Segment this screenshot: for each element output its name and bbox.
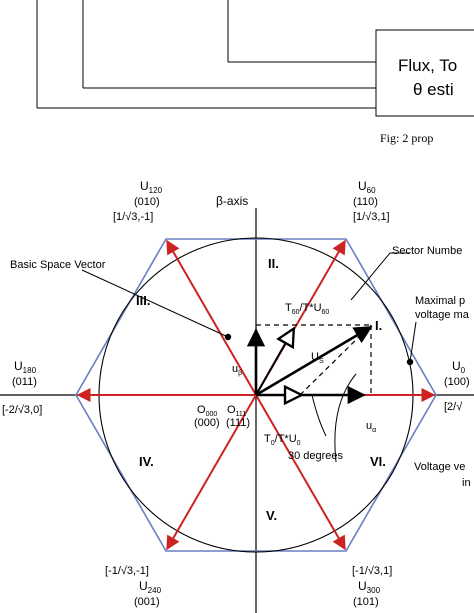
sector-labels: I. II. III. IV. V. VI. xyxy=(136,256,386,523)
estimator-block xyxy=(375,29,474,117)
sector-2: II. xyxy=(268,256,279,271)
maximal-voltage-label-1: Maximal p xyxy=(415,295,465,307)
u300-label: [-1/√3,1] U300 (101) xyxy=(352,565,392,608)
svg-text:(111): (111) xyxy=(226,417,250,429)
svg-text:[-1/√3,-1]: [-1/√3,-1] xyxy=(105,565,149,577)
svg-text:(011): (011) xyxy=(12,376,37,388)
sector-3: III. xyxy=(136,293,150,308)
svg-text:U300: U300 xyxy=(358,579,381,595)
svg-text:[1/√3,-1]: [1/√3,-1] xyxy=(113,211,153,223)
estimator-label-1: Flux, To xyxy=(398,56,457,75)
svg-text:(001): (001) xyxy=(134,596,160,608)
sector-number-label: Sector Numbe xyxy=(392,245,462,257)
u60-label: U60 (110) [1/√3,1] xyxy=(353,179,390,223)
vector-u120 xyxy=(166,239,257,396)
u0-label: U0 (100) [2/√ xyxy=(444,359,470,413)
u180-label: U180 (011) [-2/√3,0] xyxy=(2,359,42,416)
svg-text:(101): (101) xyxy=(353,596,379,608)
svg-text:O000: O000 xyxy=(197,404,217,418)
ualpha-label: uα xyxy=(366,420,376,434)
svg-text:(000): (000) xyxy=(194,417,220,429)
vector-t60 xyxy=(255,330,293,396)
u240-label: [-1/√3,-1] U240 (001) xyxy=(105,565,162,608)
t0-label: T0/T*U0 xyxy=(264,433,301,447)
svg-text:U180: U180 xyxy=(14,359,37,375)
component-vectors xyxy=(246,325,373,397)
sector-4: IV. xyxy=(139,454,154,469)
vector-us xyxy=(255,325,373,397)
voltage-hexagon xyxy=(75,238,437,552)
svg-text:U240: U240 xyxy=(139,579,162,595)
estimator-label-2: θ esti xyxy=(413,80,454,99)
maximal-voltage-label-2: voltage ma xyxy=(415,309,470,321)
svg-text:U120: U120 xyxy=(140,179,163,195)
svg-text:[1/√3,1]: [1/√3,1] xyxy=(353,211,390,223)
angle-label: 30 degrees xyxy=(288,450,344,462)
vector-u240 xyxy=(166,394,257,551)
beta-axis-label: β-axis xyxy=(216,194,248,208)
sector-5: V. xyxy=(266,508,277,523)
voltage-vector-label-1: Voltage ve xyxy=(414,461,465,473)
block-diagram-fragment: Flux, To θ esti Fig: 2 prop xyxy=(36,0,474,145)
u120-label: U120 (010) [1/√3,-1] xyxy=(113,179,163,223)
svg-text:U0: U0 xyxy=(452,359,466,375)
svg-text:(100): (100) xyxy=(444,376,470,388)
vector-u300 xyxy=(255,394,346,551)
t60-label: T60/T*U60 xyxy=(285,302,329,316)
figure-caption: Fig: 2 prop xyxy=(380,131,433,145)
svg-text:[2/√: [2/√ xyxy=(444,401,463,413)
svg-text:[-2/√3,0]: [-2/√3,0] xyxy=(2,404,42,416)
svg-text:U60: U60 xyxy=(358,179,376,195)
svg-text:O111: O111 xyxy=(227,404,246,418)
basic-space-vector-label: Basic Space Vector xyxy=(10,259,106,271)
zero-vector-labels: O000 O111 (000) (111) xyxy=(194,404,250,429)
svg-text:[-1/√3,1]: [-1/√3,1] xyxy=(352,565,392,577)
svg-text:(110): (110) xyxy=(353,196,378,208)
voltage-vector-label-2: in xyxy=(462,477,471,489)
svg-text:(010): (010) xyxy=(134,196,160,208)
sector-6: VI. xyxy=(370,454,386,469)
us-label: US xyxy=(311,351,324,365)
ubeta-label: uβ xyxy=(232,363,242,377)
sector-1: I. xyxy=(375,318,382,333)
leader-lines xyxy=(81,252,417,463)
